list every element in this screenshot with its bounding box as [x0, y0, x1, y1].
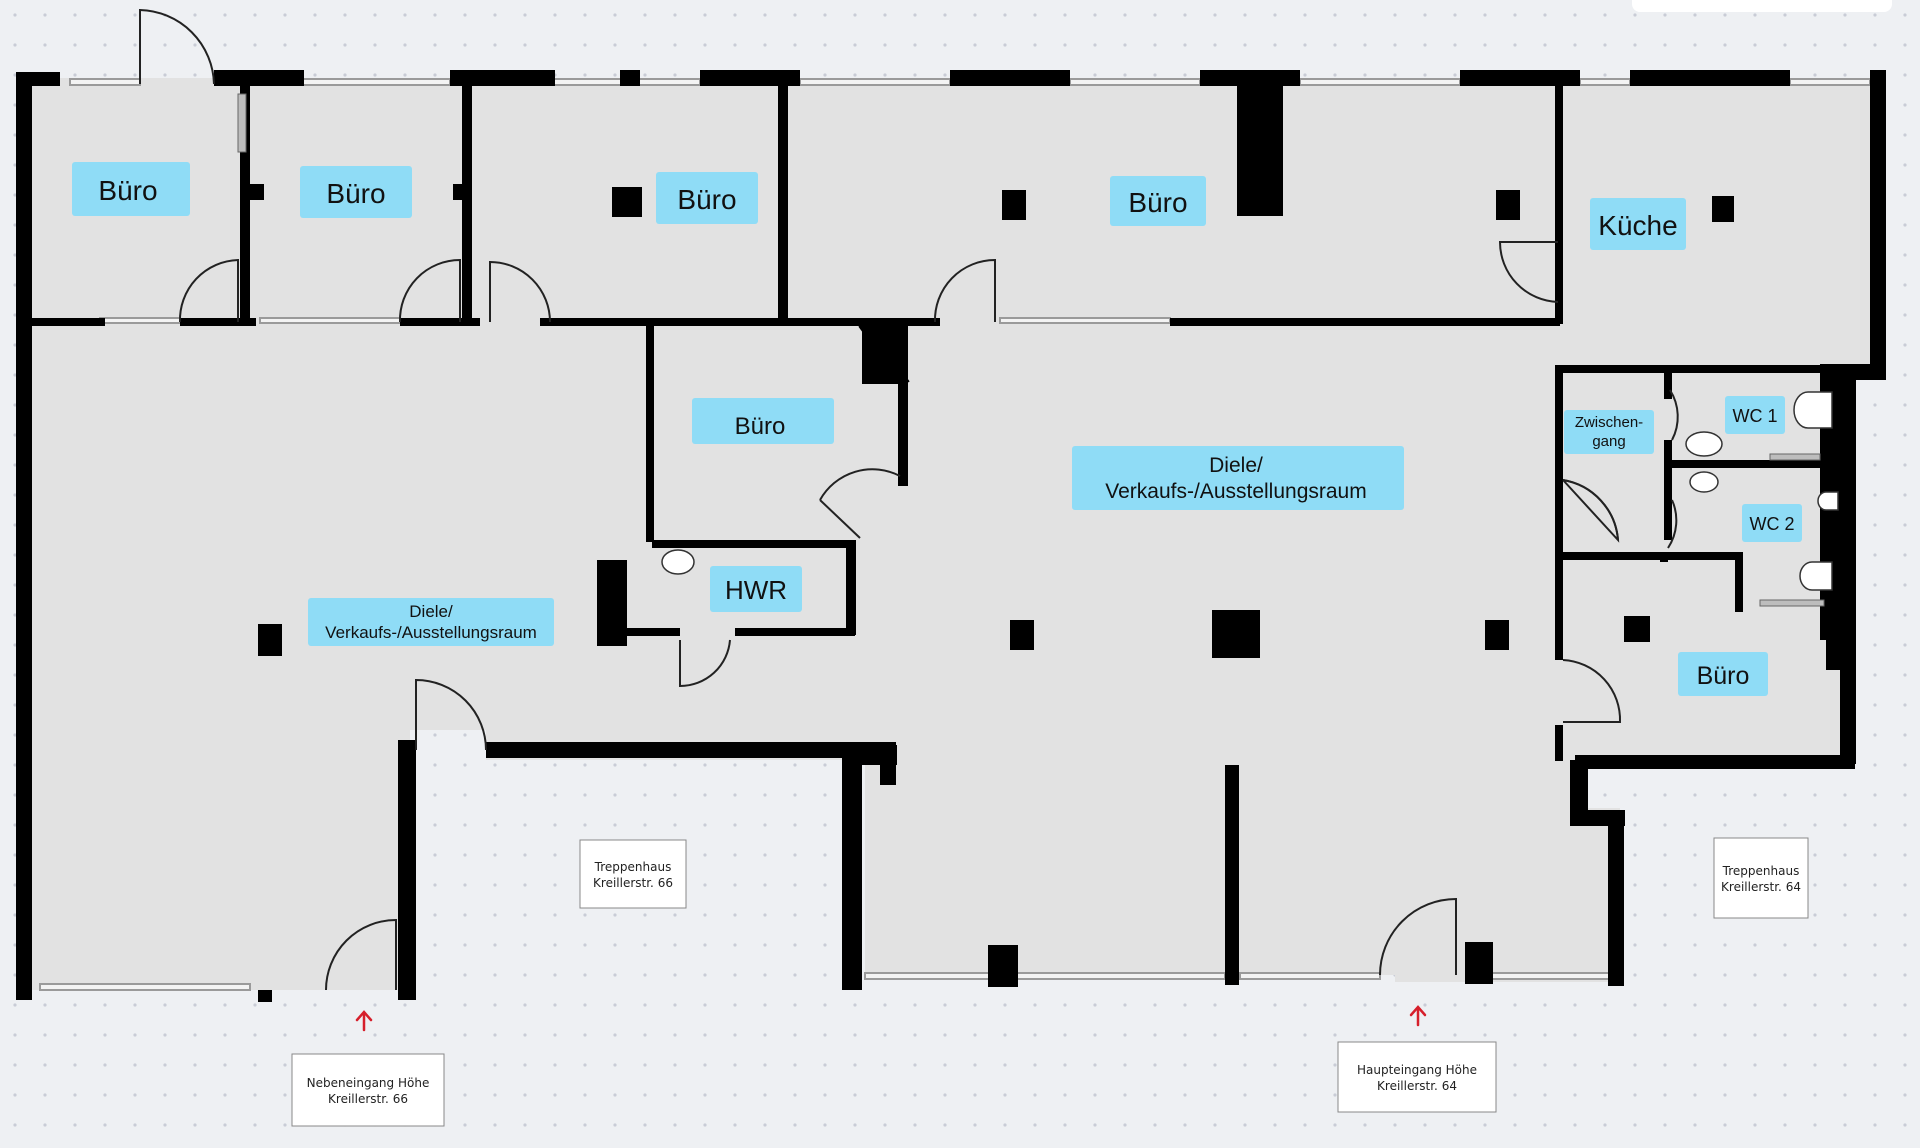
note-treppenhaus-66: Treppenhaus Kreillerstr. 66 — [579, 839, 687, 909]
svg-text:Nebeneingang Höhe: Nebeneingang Höhe — [307, 1076, 430, 1090]
svg-text:WC 2: WC 2 — [1750, 514, 1795, 534]
svg-text:Büro: Büro — [1697, 662, 1750, 690]
svg-text:WC 1: WC 1 — [1733, 406, 1778, 426]
room-wc2: WC 2 — [1742, 504, 1802, 542]
svg-text:Haupteingang Höhe: Haupteingang Höhe — [1357, 1063, 1477, 1077]
svg-text:Zwischen-: Zwischen- — [1575, 414, 1643, 431]
radiators — [237, 93, 1825, 607]
room-buero-1: Büro — [72, 162, 190, 216]
svg-text:Verkaufs-/Ausstellungsraum: Verkaufs-/Ausstellungsraum — [325, 623, 537, 642]
svg-text:Treppenhaus: Treppenhaus — [1722, 864, 1800, 878]
arrow-up-icon — [1409, 1005, 1427, 1027]
room-hwr: HWR — [710, 566, 802, 612]
toilet-icon — [1799, 561, 1833, 591]
svg-text:gang: gang — [1592, 433, 1625, 450]
toilet-icon — [1793, 391, 1833, 429]
entrance-arrows — [355, 1005, 1427, 1032]
toilet-icon — [1817, 491, 1839, 511]
svg-text:Diele/: Diele/ — [409, 602, 453, 621]
room-zwischengang: Zwischen- gang — [1564, 410, 1654, 454]
doors — [139, 8, 1679, 991]
sink-icon — [1689, 471, 1719, 493]
walls — [16, 70, 1886, 1002]
room-buero-2: Büro — [300, 166, 412, 218]
svg-text:Büro: Büro — [98, 175, 157, 206]
svg-text:Treppenhaus: Treppenhaus — [594, 860, 672, 874]
sink-icon — [1685, 431, 1723, 457]
note-treppenhaus-64: Treppenhaus Kreillerstr. 64 — [1713, 837, 1809, 919]
room-buero-mid: Büro — [692, 398, 834, 444]
room-kueche: Küche — [1590, 198, 1686, 250]
svg-text:Büro: Büro — [326, 178, 385, 209]
svg-text:Büro: Büro — [677, 184, 736, 215]
sanitary-fixtures — [661, 391, 1839, 591]
svg-text:Küche: Küche — [1598, 210, 1677, 241]
svg-text:Büro: Büro — [1128, 187, 1187, 218]
svg-text:Diele/: Diele/ — [1209, 454, 1263, 477]
room-diele-right: Diele/ Verkaufs-/Ausstellungsraum — [1072, 446, 1404, 510]
svg-text:Verkaufs-/Ausstellungsraum: Verkaufs-/Ausstellungsraum — [1105, 480, 1366, 503]
room-diele-left: Diele/ Verkaufs-/Ausstellungsraum — [308, 598, 554, 646]
note-nebeneingang: Nebeneingang Höhe Kreillerstr. 66 — [291, 1053, 445, 1127]
diagonal-wall — [858, 321, 910, 387]
svg-text:Kreillerstr. 66: Kreillerstr. 66 — [328, 1092, 408, 1106]
svg-text:HWR: HWR — [725, 575, 787, 605]
room-buero-3: Büro — [656, 172, 758, 224]
note-boxes: Treppenhaus Kreillerstr. 66 Treppenhaus … — [291, 837, 1809, 1127]
svg-text:Kreillerstr. 64: Kreillerstr. 64 — [1377, 1079, 1457, 1093]
toolbar-tab[interactable] — [1632, 0, 1892, 12]
svg-text:Kreillerstr. 64: Kreillerstr. 64 — [1721, 880, 1801, 894]
room-buero-right: Büro — [1678, 652, 1768, 696]
arrow-up-icon — [355, 1010, 373, 1032]
room-labels: Büro Büro Büro Büro Küche Büro HWR Diel — [72, 162, 1802, 696]
room-wc1: WC 1 — [1725, 396, 1785, 434]
svg-text:Büro: Büro — [735, 413, 786, 440]
sink-icon — [661, 549, 695, 575]
svg-text:Kreillerstr. 66: Kreillerstr. 66 — [593, 876, 673, 890]
floor-area — [20, 78, 1880, 990]
room-buero-4: Büro — [1110, 176, 1206, 226]
note-haupteingang: Haupteingang Höhe Kreillerstr. 64 — [1337, 1041, 1497, 1113]
